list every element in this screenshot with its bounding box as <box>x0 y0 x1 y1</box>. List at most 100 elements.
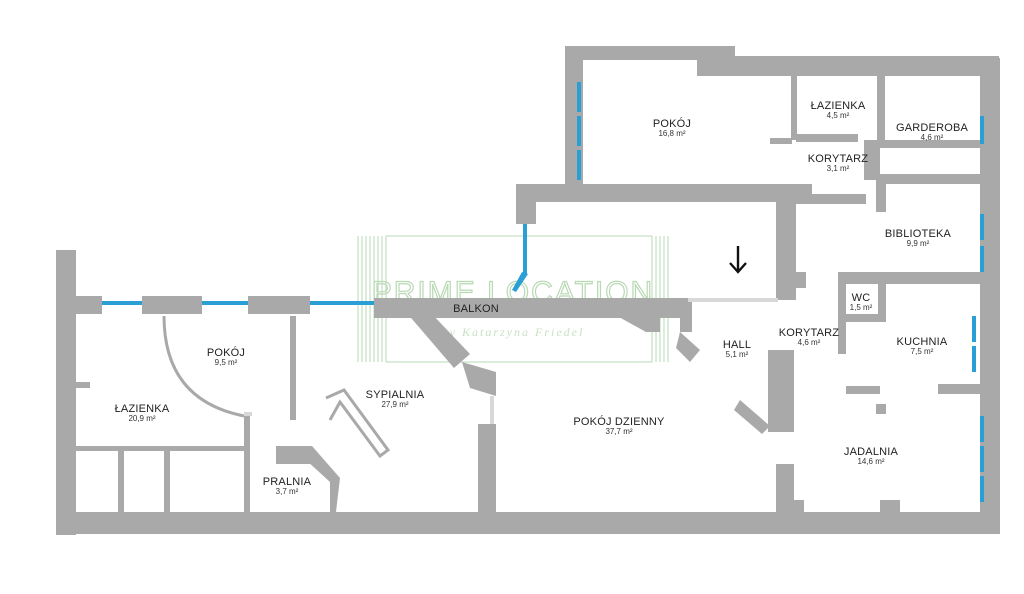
wall-biblioteka-bottom <box>840 272 980 284</box>
wall-balkon-right <box>776 196 796 300</box>
light-partitions <box>244 298 778 424</box>
room-pokoj-b: POKÓJ 9,5 m² <box>207 346 245 367</box>
room-pralnia: PRALNIA 3,7 m² <box>263 476 312 496</box>
room-jadalnia-area: 14,6 m² <box>857 457 884 466</box>
room-sypialnia: SYPIALNIA 27,9 m² <box>366 389 425 409</box>
window-kuchnia-2 <box>972 346 976 372</box>
room-pokoj-dzienny-label: POKÓJ DZIENNY <box>573 415 665 428</box>
room-wc: WC 1,5 m² <box>850 292 873 312</box>
room-lazienka-a-area: 4,5 m² <box>827 111 850 120</box>
watermark-subtitle: by Katarzyna Friedel <box>442 325 585 339</box>
room-lazienka-a-label: ŁAZIENKA <box>811 100 866 112</box>
wall-outer-left <box>56 250 76 535</box>
room-hall-area: 5,1 m² <box>726 350 749 359</box>
wall-sypialnia-pier <box>406 312 470 368</box>
window-jadalnia-2 <box>980 446 984 472</box>
room-labels: POKÓJ 16,8 m² ŁAZIENKA 4,5 m² GARDEROBA … <box>115 100 969 496</box>
room-korytarz-b: KORYTARZ 4,6 m² <box>779 327 840 347</box>
pokoj-curved-wall <box>162 315 245 418</box>
wall-wc-bottom <box>838 314 886 322</box>
window-kuchnia-1 <box>972 316 976 342</box>
wall-hall-right <box>768 350 794 432</box>
wall-hall-door-1 <box>676 332 700 362</box>
room-korytarz-a: KORYTARZ 3,1 m² <box>808 153 869 173</box>
room-kuchnia-area: 7,5 m² <box>911 347 934 356</box>
wall-korytarz-b-post <box>796 272 806 288</box>
room-jadalnia-label: JADALNIA <box>844 446 899 458</box>
room-sypialnia-area: 27,9 m² <box>381 400 408 409</box>
wall-corner-left <box>56 296 102 314</box>
wall-kuchnia-stub-1 <box>846 386 880 394</box>
wall-top-a <box>565 46 735 60</box>
room-pokoj-a: POKÓJ 16,8 m² <box>653 117 691 138</box>
wall-hall-left <box>680 298 692 332</box>
room-pokoj-dzienny: POKÓJ DZIENNY 37,7 m² <box>573 415 665 436</box>
window-pokoj-1 <box>577 82 581 112</box>
wall-jadalnia-right-step <box>880 500 900 524</box>
wall-jadalnia-left <box>776 464 794 524</box>
room-lazienka-b: ŁAZIENKA 20,9 m² <box>115 403 170 423</box>
window-pokoj-3 <box>577 150 581 180</box>
wall-pier-2 <box>248 296 310 314</box>
room-lazienka-b-label: ŁAZIENKA <box>115 403 170 415</box>
wall-salon-left <box>478 424 496 524</box>
room-balkon-label: BALKON <box>453 303 499 315</box>
room-korytarz-b-label: KORYTARZ <box>779 327 840 339</box>
room-korytarz-b-area: 4,6 m² <box>798 338 821 347</box>
room-pokoj-dzienny-area: 37,7 m² <box>605 427 632 436</box>
window-jadalnia-1 <box>980 416 984 442</box>
wall-wc-left <box>838 272 846 354</box>
room-lazienka-b-area: 20,9 m² <box>128 414 155 423</box>
partition-balkon-hall <box>688 298 778 302</box>
wall-lazienka-garderoba <box>877 76 885 144</box>
room-korytarz-a-label: KORYTARZ <box>808 153 869 165</box>
wall-pralnia-left <box>244 416 250 514</box>
wall-biblioteka-left <box>876 174 886 212</box>
room-pokoj-b-area: 9,5 m² <box>215 358 238 367</box>
wall-salon-top-pier <box>610 312 660 332</box>
room-sypialnia-label: SYPIALNIA <box>366 389 425 401</box>
wall-garderoba-bottom <box>880 140 980 148</box>
wall-korytarz-a-bottom <box>796 194 866 204</box>
wall-outer-bottom <box>56 512 999 534</box>
window-1 <box>102 301 142 305</box>
wall-salon-pier <box>462 362 496 396</box>
room-biblioteka-label: BIBLIOTEKA <box>885 228 952 240</box>
window-balkon-door-leaf <box>512 272 528 292</box>
room-lazienka-a: ŁAZIENKA 4,5 m² <box>811 100 866 120</box>
room-hall: HALL 5,1 m² <box>723 339 751 359</box>
room-hall-label: HALL <box>723 339 751 351</box>
interior-lines <box>162 315 391 459</box>
wall-pralnia-diag <box>306 446 340 512</box>
room-pokoj-b-label: POKÓJ <box>207 346 245 359</box>
wall-lazienka-b-cubicle-2 <box>164 446 170 514</box>
wall-pokoj-lazienka <box>791 74 797 140</box>
room-korytarz-a-area: 3,1 m² <box>827 164 850 173</box>
wall-pier-1 <box>142 296 202 314</box>
wall-korytarz-a-right <box>864 140 880 180</box>
wall-lazienka-b-stub <box>76 382 90 388</box>
wall-kuchnia-stub-2 <box>938 384 980 394</box>
wall-lazienka-b-cubicle-1 <box>118 446 124 514</box>
room-pralnia-area: 3,7 m² <box>276 487 299 496</box>
wall-balkon-bottom <box>374 298 680 318</box>
window-biblioteka-1 <box>980 214 984 240</box>
room-wc-label: WC <box>852 292 871 304</box>
room-pralnia-label: PRALNIA <box>263 476 312 488</box>
wall-pokoj-sypialnia <box>290 316 296 420</box>
room-biblioteka-area: 9,9 m² <box>907 239 930 248</box>
room-balkon: BALKON <box>453 303 499 315</box>
window-biblioteka-2 <box>980 246 984 272</box>
wall-biblioteka-top <box>876 174 980 184</box>
window-3 <box>310 301 374 305</box>
wall-outer-right <box>980 58 1000 534</box>
wall-balkon-top <box>516 184 812 202</box>
room-garderoba-area: 4,6 m² <box>921 133 944 142</box>
window-balkon-door <box>523 224 527 274</box>
window-pokoj-2 <box>577 116 581 146</box>
walls <box>56 46 1000 535</box>
window-garderoba <box>980 116 984 144</box>
room-pokoj-a-area: 16,8 m² <box>658 129 685 138</box>
partition-pokoj-door <box>244 412 252 416</box>
